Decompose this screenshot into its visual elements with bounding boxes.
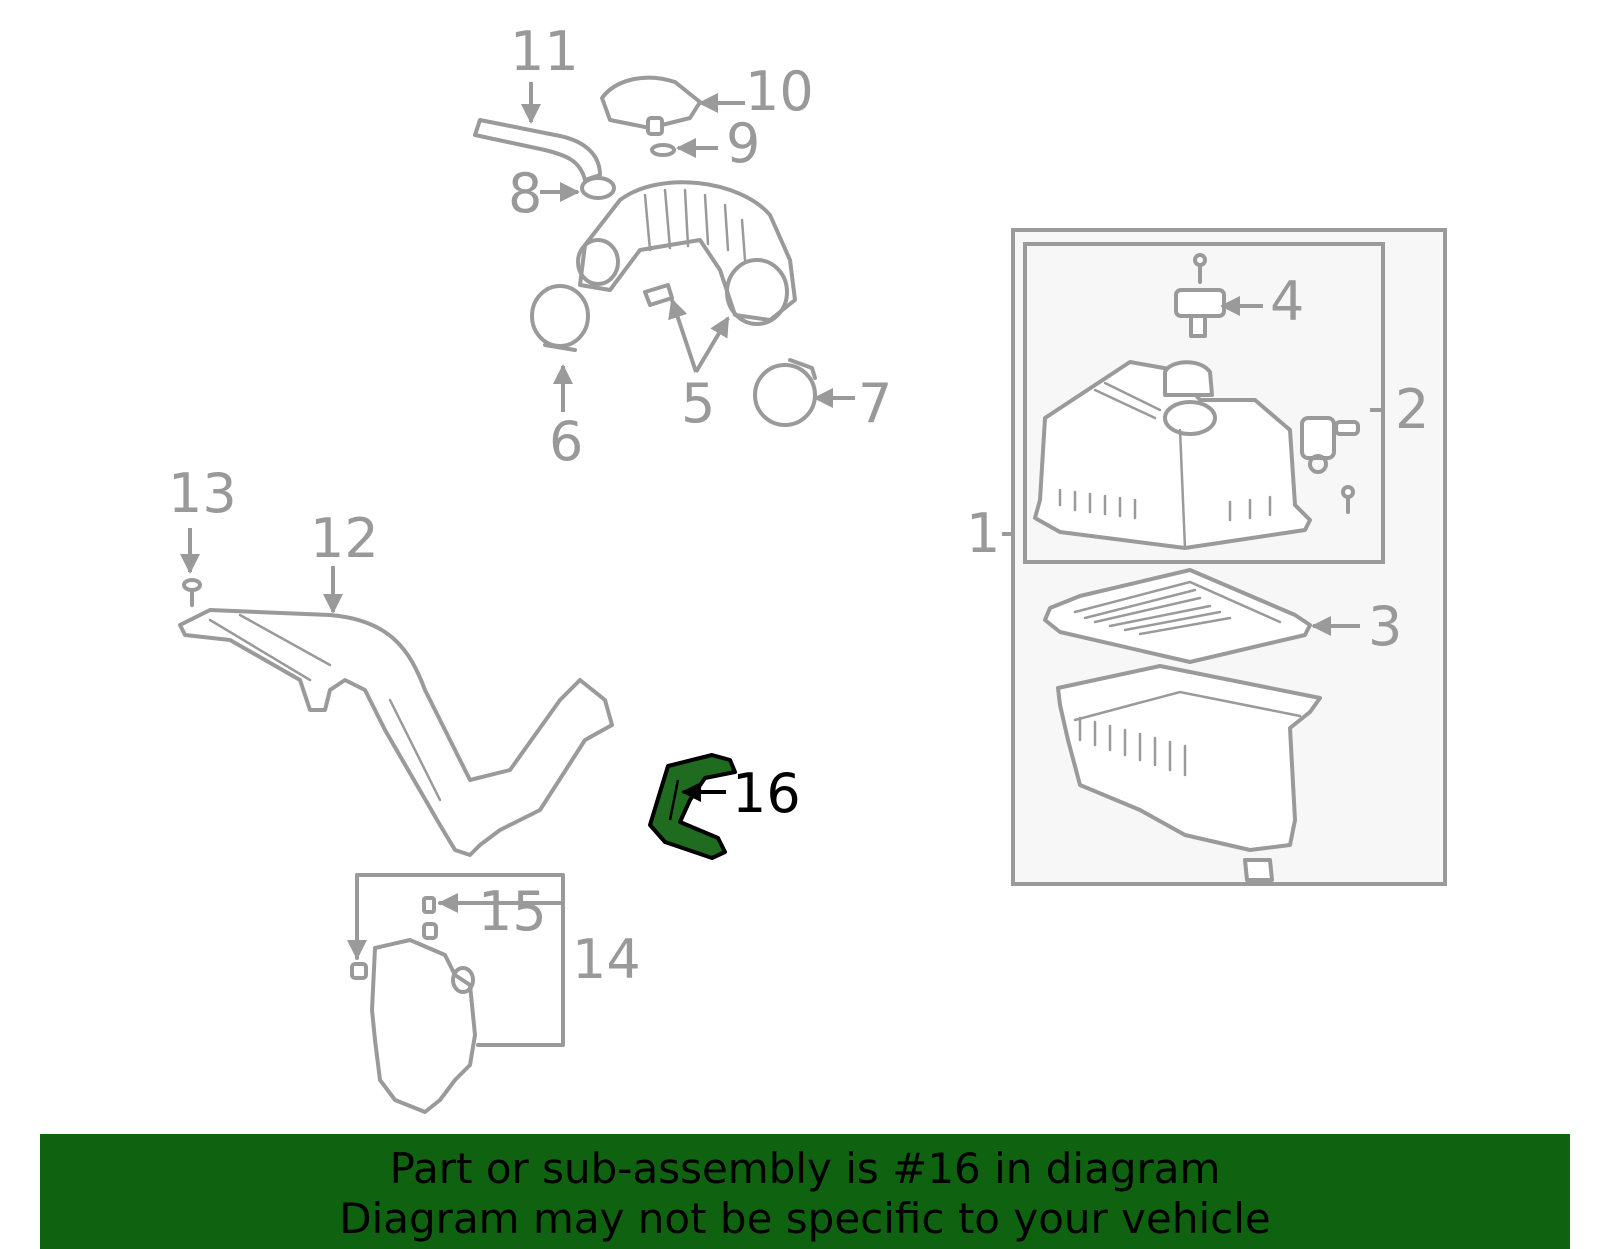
callout-3: 3 bbox=[1368, 595, 1402, 658]
resonator-group bbox=[347, 873, 565, 1114]
bracket-16-highlighted bbox=[648, 753, 737, 860]
banner-line-2: Diagram may not be specific to your vehi… bbox=[339, 1194, 1271, 1243]
clamp-8 bbox=[580, 176, 616, 200]
callout-1: 1 bbox=[966, 502, 1000, 565]
callout-2: 2 bbox=[1395, 378, 1429, 441]
callout-12: 12 bbox=[310, 507, 379, 570]
callout-15: 15 bbox=[478, 880, 547, 943]
bolt-13 bbox=[182, 578, 202, 607]
callout-4: 4 bbox=[1270, 270, 1304, 333]
callout-9: 9 bbox=[726, 112, 760, 175]
clamp-6 bbox=[530, 284, 590, 348]
callout-7: 7 bbox=[858, 372, 892, 435]
callout-6: 6 bbox=[549, 410, 583, 473]
callout-5: 5 bbox=[681, 372, 715, 435]
callout-14: 14 bbox=[572, 928, 641, 991]
callout-8: 8 bbox=[508, 162, 542, 225]
callout-13: 13 bbox=[168, 462, 237, 525]
callout-labels: 11 10 9 8 5 6 7 4 2 1 3 13 12 15 14 16 bbox=[168, 20, 1429, 991]
intake-hose bbox=[578, 180, 797, 322]
vacuum-fitting bbox=[643, 283, 674, 307]
valve-component bbox=[1300, 416, 1360, 514]
callout-11: 11 bbox=[510, 20, 579, 83]
gasket-ring bbox=[650, 143, 676, 157]
air-cleaner-assembly-group bbox=[1011, 228, 1447, 886]
intake-duct bbox=[178, 608, 614, 857]
info-banner: Part or sub-assembly is #16 in diagram D… bbox=[40, 1134, 1570, 1249]
air-cleaner-case bbox=[1056, 664, 1322, 882]
resonator-cap bbox=[600, 75, 702, 130]
callout-arrows bbox=[180, 82, 1383, 802]
air-filter-element bbox=[1043, 568, 1312, 664]
callout-16: 16 bbox=[732, 762, 801, 825]
banner-line-1: Part or sub-assembly is #16 in diagram bbox=[389, 1144, 1221, 1193]
clamp-7 bbox=[753, 363, 817, 427]
air-cleaner-cover bbox=[1033, 360, 1312, 550]
intake-hose-group bbox=[473, 75, 817, 427]
maf-sensor bbox=[1174, 253, 1226, 338]
callout-10: 10 bbox=[745, 60, 814, 123]
